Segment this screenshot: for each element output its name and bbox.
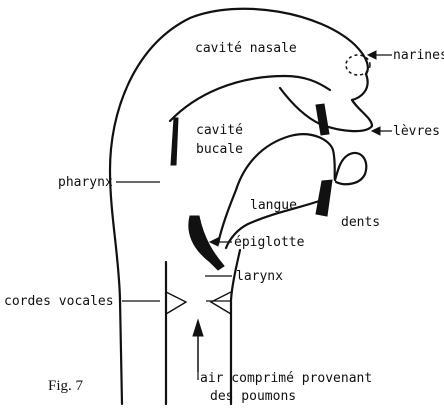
levres-arrow [372,127,380,135]
label-pharynx: pharynx [58,175,113,190]
head-outline [110,9,368,404]
lower-lip [335,153,366,184]
label-dents: dents [341,215,380,230]
vocal-cord-right [211,292,231,314]
label-cordes-vocales: cordes vocales [4,294,114,309]
label-epiglotte: épiglotte [234,235,305,250]
label-cavite-buccale-1: cavité [196,123,243,138]
label-air-2: des poumons [210,389,296,404]
soft-palate-mark [171,118,178,165]
vocal-cord-left [166,292,186,314]
label-air-1: air comprimé provenant [200,371,372,386]
figure-caption: Fig. 7 [48,378,84,394]
lower-tooth [316,180,332,216]
label-levres: lèvres [393,124,440,139]
nostril-circle [346,55,370,75]
narines-arrow [368,51,376,59]
label-narines: narines [393,48,444,63]
air-arrow-head [193,320,203,336]
label-larynx: larynx [236,269,283,284]
label-langue: langue [250,198,297,213]
epiglotte-arrow [210,238,218,246]
label-cavite-buccale-2: bucale [196,142,243,157]
upper-tooth [316,104,329,135]
label-cavite-nasale: cavité nasale [195,41,297,56]
